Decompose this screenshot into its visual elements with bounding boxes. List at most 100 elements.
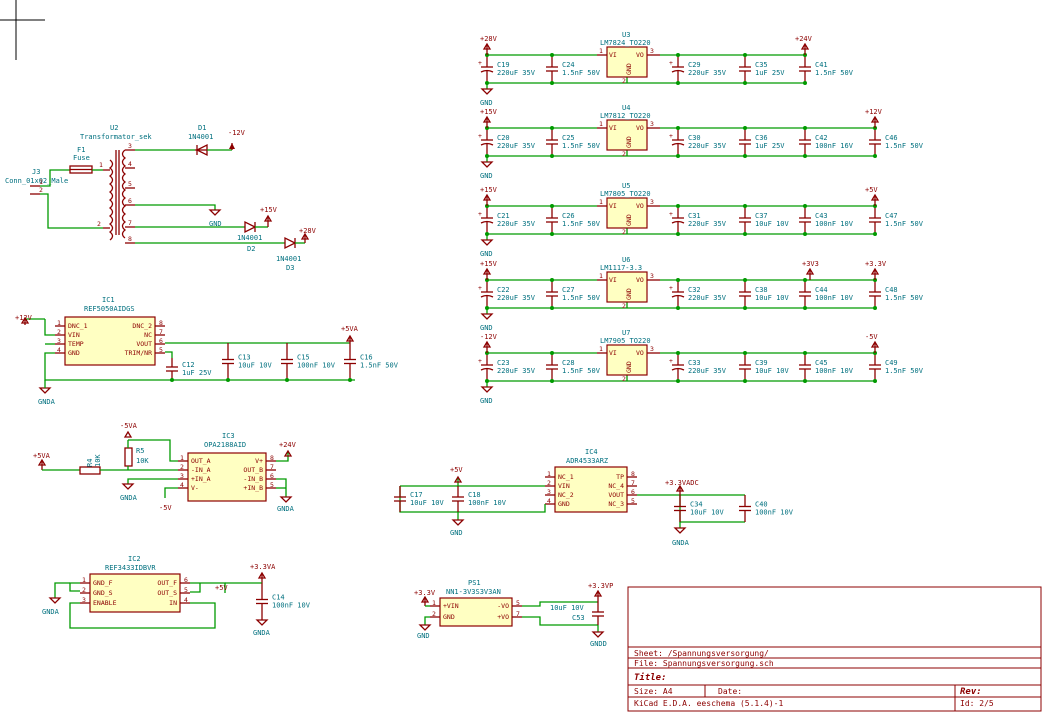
regulator-body <box>606 271 648 303</box>
reg-pin-gnd: GND <box>625 136 633 148</box>
reg-gnd: GND <box>480 397 493 405</box>
ic3-lpin-0: OUT_A <box>191 457 211 465</box>
cap-c29-value: 220uF 35V <box>688 69 727 77</box>
reg-pin-gnd: GND <box>625 361 633 373</box>
reg-pin-vo: VO <box>636 124 644 132</box>
ic4-rnum-1: 7 <box>631 479 635 487</box>
svg-text:2: 2 <box>622 302 626 310</box>
cap-c21-value: 220uF 35V <box>497 220 536 228</box>
reg-value: LM7805_TO220 <box>600 190 651 198</box>
cap-c30-ref: C30 <box>688 134 701 142</box>
cap-c46-ref: C46 <box>885 134 898 142</box>
cap-c35-ref: C35 <box>755 61 768 69</box>
ic2-in-net: +5V <box>215 584 228 592</box>
svg-text:+: + <box>669 59 673 67</box>
reg-pin-gnd: GND <box>625 288 633 300</box>
cap-c33-ref: C33 <box>688 359 701 367</box>
cap-c39-value: 10uF 10V <box>755 367 790 375</box>
cap-c19-ref: C19 <box>497 61 510 69</box>
regulator-body <box>606 197 648 229</box>
ic4-in-net: +5V <box>450 466 463 474</box>
reg-pin-vi: VI <box>609 51 617 59</box>
reg-gnd: GND <box>480 324 493 332</box>
title-block: Sheet: /Spannungsversorgung/ File: Spann… <box>627 586 1042 712</box>
ic2-lpin-0: GND_F <box>93 579 113 587</box>
ps1-lnum-0: 1 <box>432 599 436 607</box>
ic3-rpin-0: V+ <box>255 457 263 465</box>
svg-text:+: + <box>478 284 482 292</box>
reg-pin-vi: VI <box>609 349 617 357</box>
ic2-rnum-1: 5 <box>184 586 188 594</box>
ic3-gnda: GNDA <box>120 494 138 502</box>
ic3-rnum-1: 7 <box>270 463 274 471</box>
ic3-rpin-1: OUT_B <box>243 466 263 474</box>
cap-c22-value: 220uF 35V <box>497 294 536 302</box>
ic4-lnum-3: 4 <box>547 497 551 505</box>
ps1-rpin-0: -VO <box>497 602 509 610</box>
cap-c47-ref: C47 <box>885 212 898 220</box>
ic3-section: IC3 OPA2188AID OUT_A1-IN_A2+IN_A3V-4V+8O… <box>33 422 297 513</box>
cap-c45-value: 100nF 10V <box>815 367 854 375</box>
ic1-lnum-1: 2 <box>57 328 61 336</box>
svg-text:3: 3 <box>650 47 654 55</box>
reg-out2-net: +3V3 <box>802 260 819 268</box>
ic4-rpin-3: NC_3 <box>608 500 624 508</box>
ic4-rnum-0: 8 <box>631 470 635 478</box>
ic1-lnum-0: 1 <box>57 319 61 327</box>
cap-c28-ref: C28 <box>562 359 575 367</box>
cap-c12-ref: C12 <box>182 361 195 369</box>
f1-value: Fuse <box>73 154 90 162</box>
ic1-rnum-1: 7 <box>159 328 163 336</box>
d3-ref: D3 <box>286 264 294 272</box>
ic4-lnum-2: 3 <box>547 488 551 496</box>
cap-c23-value: 220uF 35V <box>497 367 536 375</box>
reg-in-net: +15V <box>480 108 498 116</box>
ic3-lpin-3: V- <box>191 484 199 492</box>
cap-c46-value: 1.5nF 50V <box>885 142 924 150</box>
j3-ref: J3 <box>32 168 40 176</box>
ic1-rnum-0: 8 <box>159 319 163 327</box>
cap-c12-value: 1uF 25V <box>182 369 212 377</box>
cap-c43-ref: C43 <box>815 212 828 220</box>
cap-c43-value: 100nF 10V <box>815 220 854 228</box>
cap-c36-value: 1uF 25V <box>755 142 785 150</box>
tb-date: Date: <box>718 687 742 696</box>
ic2-value: REF3433IDBVR <box>105 564 156 572</box>
cap-ic4-l1-value: 100nF 10V <box>468 499 507 507</box>
ic2-gnda: GNDA <box>42 608 60 616</box>
d1-ref: D1 <box>198 124 206 132</box>
ic2-rpin-0: OUT_F <box>157 579 177 587</box>
u2-value: Transformator_sek <box>80 133 152 141</box>
ic1-body <box>64 316 156 366</box>
reg-ref: U5 <box>622 182 630 190</box>
ic2-rpin-2: IN <box>169 599 177 607</box>
ic2-section: IC2 REF3433IDBVR GND_F1GND_S2ENABLE3OUT_… <box>42 555 311 637</box>
tb-title: Title: <box>634 672 667 683</box>
ic2-rnum-2: 4 <box>184 596 188 604</box>
svg-text:1: 1 <box>599 47 603 55</box>
ic1-rpin-3: TRIM/NR <box>125 349 152 357</box>
ic4-rpin-0: TP <box>616 473 624 481</box>
ic2-rnum-0: 6 <box>184 576 188 584</box>
ic1-rnum-3: 5 <box>159 346 163 354</box>
cap-c13-ref: C13 <box>238 354 251 362</box>
ps1-rpin-1: +VO <box>497 613 509 621</box>
u2-pin6: 6 <box>128 197 132 205</box>
d3-net: +28V <box>299 227 317 235</box>
u2-ref: U2 <box>110 124 118 132</box>
ic3-ref: IC3 <box>222 432 235 440</box>
d2-net: +15V <box>260 206 278 214</box>
u2-pin3: 3 <box>128 142 132 150</box>
svg-text:2: 2 <box>622 150 626 158</box>
ic1-rpin-2: VOUT <box>136 340 152 348</box>
u2-pin4: 4 <box>128 160 132 168</box>
cap-c14-value: 100nF 10V <box>272 602 311 610</box>
d2-value: 1N4001 <box>237 234 262 242</box>
svg-text:+: + <box>669 210 673 218</box>
cap-ic4-r1-ref: C40 <box>755 501 768 509</box>
ic4-lnum-1: 2 <box>547 479 551 487</box>
ic3-lnum-1: 2 <box>180 463 184 471</box>
ic1-lpin-1: VIN <box>68 331 80 339</box>
